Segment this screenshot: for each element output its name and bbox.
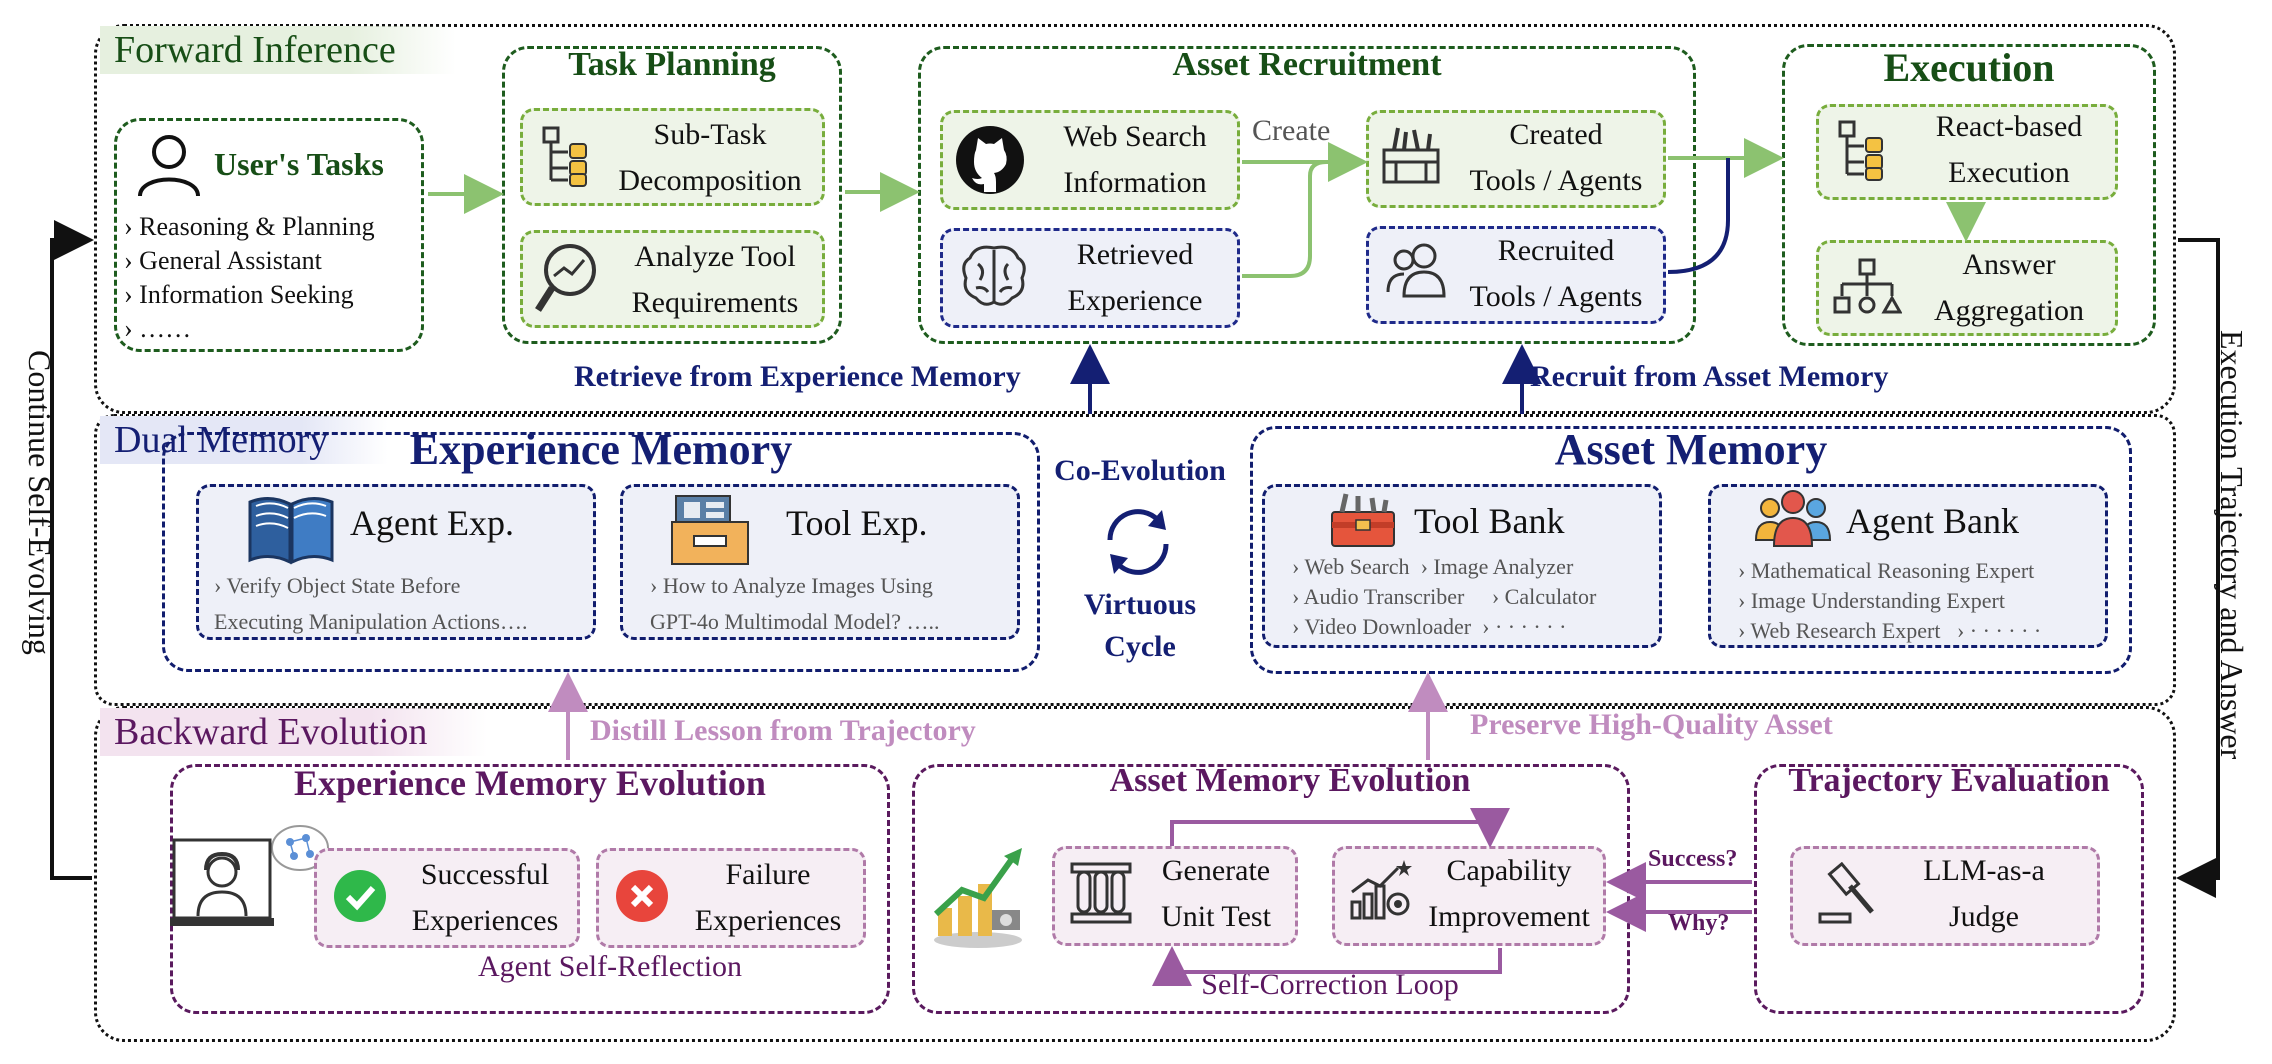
- test-tubes-icon: [1070, 860, 1132, 931]
- preserve-asset-label: Preserve High-Quality Asset: [1470, 708, 1833, 741]
- tool-exp-text: › How to Analyze Images Using GPT-4o Mul…: [650, 568, 939, 640]
- agent-bank-title: Agent Bank: [1846, 501, 2019, 541]
- agent-group-icon: [1752, 488, 1834, 555]
- hierarchy-icon: [540, 124, 604, 193]
- folder-icon: [668, 492, 752, 573]
- retrieve-from-experience-label: Retrieve from Experience Memory: [574, 360, 1021, 393]
- check-circle-icon: [332, 868, 388, 929]
- forward-inference-label: Forward Inference: [100, 26, 456, 74]
- backward-evolution-label: Backward Evolution: [100, 708, 488, 756]
- tool-bank-title: Tool Bank: [1414, 501, 1565, 541]
- github-icon: [954, 124, 1026, 201]
- users-tasks-box: [114, 118, 424, 352]
- asset-memory-evolution-title: Asset Memory Evolution: [1109, 762, 1471, 799]
- list-item: › Web Search › Image Analyzer: [1292, 554, 1574, 579]
- list-item: › Reasoning & Planning: [124, 212, 375, 241]
- list-item: › Mathematical Reasoning Expert: [1738, 558, 2035, 583]
- agent-exp-text: › Verify Object State Before Executing M…: [214, 568, 527, 640]
- tool-bank-box: [1262, 484, 1662, 648]
- execution-box: [1782, 44, 2156, 346]
- brain-icon: [958, 240, 1030, 317]
- capability-growth-icon: [1348, 858, 1412, 929]
- cycle-icon: [1096, 500, 1180, 589]
- trajectory-evaluation-box: [1754, 764, 2144, 1014]
- created-tools-box: [1366, 110, 1666, 208]
- tool-exp-title: Tool Exp.: [786, 503, 928, 543]
- tool-exp-line-2: GPT-4o Multimodal Model? …..: [650, 609, 940, 634]
- retrieved-experience-box: [940, 228, 1240, 328]
- book-icon: [246, 492, 336, 571]
- list-item: › General Assistant: [124, 246, 322, 275]
- dual-memory-label: Dual Memory: [100, 416, 389, 464]
- toolbox-icon: [1328, 490, 1398, 555]
- user-icon: [134, 130, 204, 200]
- experience-memory-box: [162, 432, 1040, 672]
- tool-exp-line-1: › How to Analyze Images Using: [650, 573, 933, 598]
- list-item: › Audio Transcriber › Calculator: [1292, 584, 1597, 609]
- x-circle-icon: [614, 868, 670, 929]
- list-item: › ……: [124, 314, 192, 343]
- hierarchy-icon: [1836, 118, 1900, 187]
- capability-improvement-box: [1332, 846, 1606, 946]
- toolbox-icon: [1378, 122, 1444, 193]
- tool-bank-list: › Web Search › Image Analyzer › Audio Tr…: [1292, 552, 1596, 642]
- trajectory-evaluation-title: Trajectory Evaluation: [1788, 762, 2110, 799]
- dual-memory-section: [94, 414, 2176, 706]
- recruited-tools-box: [1366, 226, 1666, 324]
- execution-title: Execution: [1883, 45, 2055, 90]
- forward-inference-section: [94, 24, 2176, 414]
- distill-lesson-label: Distill Lesson from Trajectory: [590, 714, 976, 747]
- asset-memory-title: Asset Memory: [1554, 425, 1828, 474]
- experience-memory-evolution-title: Experience Memory Evolution: [294, 763, 766, 803]
- experience-memory-evolution-box: [170, 764, 890, 1014]
- users-icon: [1384, 240, 1450, 305]
- backward-evolution-section: [94, 706, 2176, 1042]
- users-tasks-title: User's Tasks: [214, 146, 384, 182]
- success-question-label: Success?: [1648, 846, 1738, 872]
- list-item: › Image Understanding Expert: [1738, 588, 2005, 613]
- task-planning-title: Task Planning: [568, 46, 776, 83]
- agent-bank-list: › Mathematical Reasoning Expert › Image …: [1738, 556, 2041, 646]
- list-item: › Web Research Expert › · · · · · ·: [1738, 618, 2042, 643]
- create-label: Create: [1252, 114, 1331, 147]
- growth-chart-icon: [928, 844, 1038, 959]
- user-task-list: › Reasoning & Planning › General Assista…: [124, 210, 375, 346]
- list-item: › Information Seeking: [124, 280, 354, 309]
- agent-self-reflection-label: Agent Self-Reflection: [477, 950, 743, 983]
- failure-experiences-box: [596, 848, 866, 948]
- asset-recruitment-title: Asset Recruitment: [1172, 46, 1442, 83]
- recruit-from-asset-label: Recruit from Asset Memory: [1530, 360, 1889, 393]
- co-evolution-label: Co-Evolution: [1054, 454, 1226, 487]
- gavel-icon: [1814, 861, 1880, 933]
- asset-memory-box: [1250, 426, 2132, 674]
- org-chart-icon: [1832, 256, 1903, 321]
- why-question-label: Why?: [1668, 910, 1730, 936]
- list-item: › Video Downloader › · · · · · ·: [1292, 614, 1567, 639]
- magnifier-chart-icon: [534, 240, 604, 321]
- agent-exp-line-2: Executing Manipulation Actions….: [214, 609, 528, 634]
- experience-memory-title: Experience Memory: [409, 425, 793, 474]
- agent-exp-title: Agent Exp.: [350, 503, 514, 543]
- agent-exp-line-1: › Verify Object State Before: [214, 573, 461, 598]
